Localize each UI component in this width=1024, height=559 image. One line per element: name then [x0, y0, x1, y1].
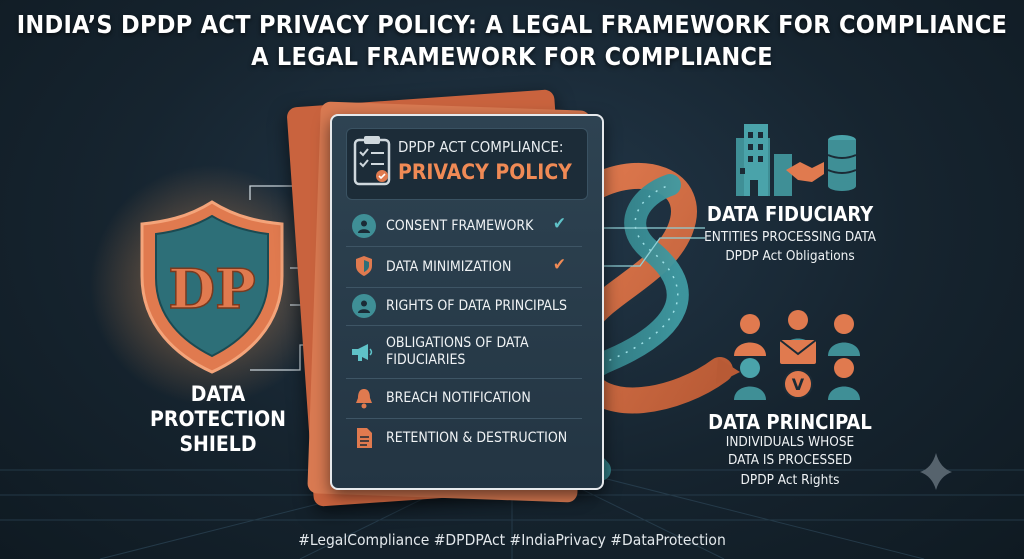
- fiduciary-line2: DPDP Act Obligations: [725, 248, 855, 264]
- document-icon: [352, 426, 376, 450]
- sparkle-icon: [920, 453, 952, 490]
- megaphone-icon: [350, 340, 374, 364]
- ribbon-arrow-head: [716, 358, 740, 384]
- shield-icon: DP: [140, 200, 284, 374]
- page-title-line1: INDIA’S DPDP ACT PRIVACY POLICY: A LEGAL…: [16, 10, 1008, 39]
- shield-label-line1: DATA: [190, 382, 246, 406]
- shield-icon: [352, 254, 376, 278]
- people-group-icon: V: [734, 310, 860, 400]
- clipboard-checklist-icon: [353, 136, 391, 186]
- policy-item-data-minimization: DATA MINIMIZATION: [386, 259, 512, 275]
- policy-item-retention-destruction: RETENTION & DESTRUCTION: [386, 430, 568, 446]
- fiduciary-connectors: [585, 227, 705, 267]
- check-icon: ✔: [553, 214, 566, 234]
- bell-icon: [352, 386, 376, 410]
- user-icon: [352, 294, 376, 318]
- principal-line3: DPDP Act Rights: [740, 472, 840, 488]
- policy-item-obligations-line2: FIDUCIARIES: [386, 352, 466, 368]
- fiduciary-line1: ENTITIES PROCESSING DATA: [704, 229, 876, 245]
- fiduciary-title: DATA FIDUCIARY: [706, 202, 874, 226]
- shield-monogram: DP: [168, 257, 255, 321]
- policy-header-line2: PRIVACY POLICY: [398, 160, 572, 184]
- building-handshake-database-icon: [736, 124, 857, 196]
- shield-label-line3: SHIELD: [179, 432, 257, 456]
- policy-item-consent-framework: CONSENT FRAMEWORK: [386, 218, 534, 234]
- principal-badge: V: [792, 375, 805, 394]
- policy-header-line1: DPDP ACT COMPLIANCE:: [398, 138, 564, 156]
- policy-item-rights-of-data-principals: RIGHTS OF DATA PRINCIPALS: [386, 298, 568, 314]
- page-title-line2: A LEGAL FRAMEWORK FOR COMPLIANCE: [251, 42, 773, 71]
- policy-item-obligations-line1: OBLIGATIONS OF DATA: [386, 335, 529, 351]
- policy-item-breach-notification: BREACH NOTIFICATION: [386, 390, 531, 406]
- person-icon: [734, 314, 766, 356]
- user-icon: [352, 214, 376, 238]
- principal-title: DATA PRINCIPAL: [708, 410, 872, 434]
- principal-line2: DATA IS PROCESSED: [728, 452, 852, 468]
- hashtags: #LegalCompliance #DPDPAct #IndiaPrivacy …: [298, 531, 726, 549]
- shield-label-line2: PROTECTION: [150, 407, 286, 431]
- check-icon: ✔: [553, 255, 566, 275]
- principal-line1: INDIVIDUALS WHOSE: [725, 434, 855, 450]
